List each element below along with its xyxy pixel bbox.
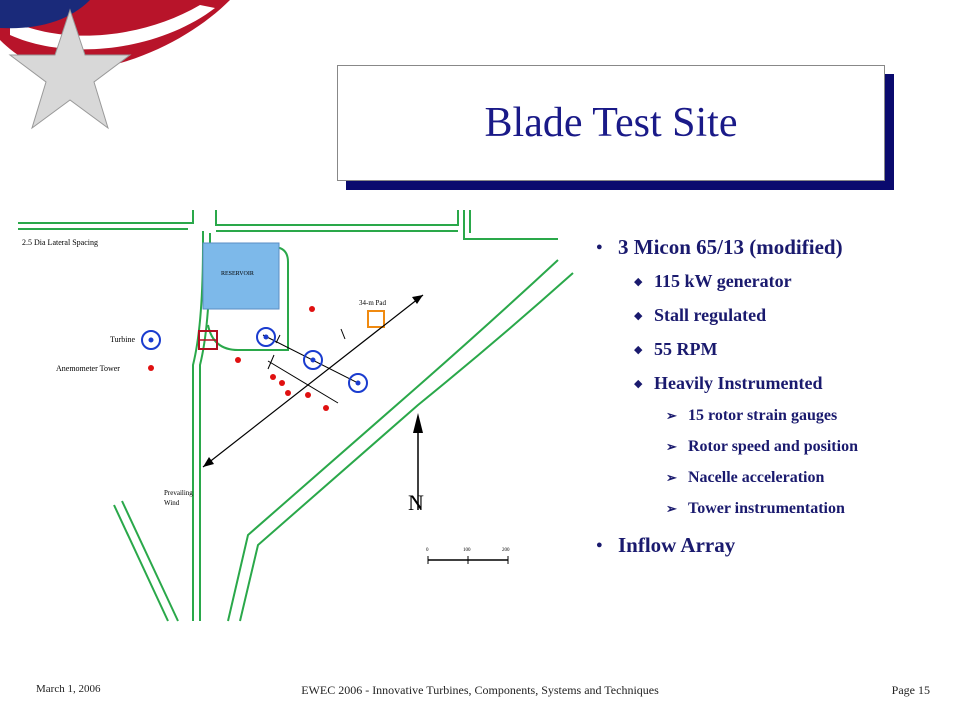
reservoir (202, 242, 280, 310)
sub-bullet-rpm: ◆55 RPM (634, 338, 718, 359)
north-label: N (408, 490, 424, 515)
subsub-bullet-nacelle: ➢Nacelle acceleration (666, 468, 825, 486)
bullet-list: ●3 Micon 65/13 (modified) ◆115 kW genera… (596, 230, 956, 562)
legend-turbine-text: Turbine (110, 335, 135, 344)
title-box: Blade Test Site (337, 65, 885, 181)
site-map: RESERVOIR 2.5 Dia Lateral Spacing Turbin… (18, 210, 574, 622)
svg-text:200: 200 (502, 548, 510, 553)
bullet-micon: ●3 Micon 65/13 (modified) (596, 234, 843, 259)
legend-tower-text: Anemometer Tower (56, 364, 120, 373)
slide-title: Blade Test Site (484, 100, 738, 146)
reservoir-label: RESERVOIR (221, 271, 254, 277)
wind-text: Wind (164, 499, 180, 507)
legend-tower-icon (148, 365, 154, 371)
subsub-bullet-strain: ➢15 rotor strain gauges (666, 406, 838, 424)
legend-spacing-text: 2.5 Dia Lateral Spacing (22, 238, 98, 247)
bullet-inflow: ●Inflow Array (596, 532, 736, 557)
sub-bullet-instrumented: ◆Heavily Instrumented (634, 372, 823, 393)
subsub-bullet-tower: ➢Tower instrumentation (666, 499, 845, 517)
svg-text:100: 100 (463, 548, 471, 553)
turbine-markers (256, 327, 368, 393)
prevailing-text: Prevailing (164, 489, 193, 497)
tower-markers (235, 306, 329, 411)
subsub-bullet-rotor: ➢Rotor speed and position (666, 437, 858, 455)
sub-bullet-generator: ◆115 kW generator (634, 270, 792, 291)
footer-title: EWEC 2006 - Innovative Turbines, Compone… (301, 683, 659, 697)
met-pad-label: 34-m Pad (359, 299, 387, 307)
legend-turbine-icon (141, 330, 161, 350)
svg-text:0: 0 (426, 548, 429, 553)
flag-star-logo (0, 0, 230, 130)
sub-bullet-stall: ◆Stall regulated (634, 304, 767, 325)
footer-page: Page 15 (891, 683, 930, 697)
footer-date: March 1, 2006 (36, 683, 101, 695)
